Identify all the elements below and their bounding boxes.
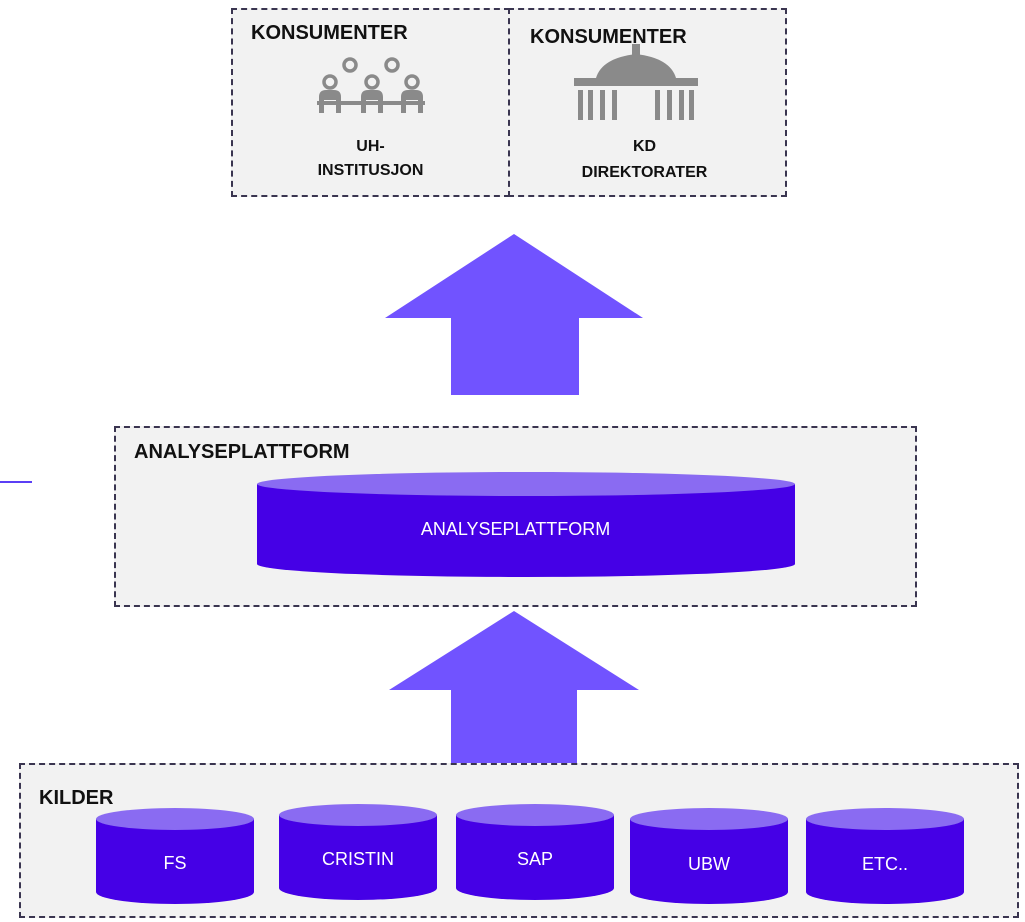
- accent-line: [0, 481, 32, 483]
- consumer-label-line1: KD: [632, 138, 657, 155]
- consumer-box-uh: KONSUMENTER UH- INSTITUSJON: [231, 8, 510, 197]
- platform-title: ANALYSEPLATTFORM: [134, 441, 350, 463]
- source-label-fs: FS: [163, 853, 187, 873]
- source-label-cristin: CRISTIN: [322, 849, 394, 869]
- consumer-title: KONSUMENTER: [251, 22, 408, 44]
- consumer-label-line2: INSTITUSJON: [317, 162, 424, 179]
- platform-database: [257, 472, 795, 577]
- people-icon: [317, 57, 425, 113]
- source-database-ubw: [630, 808, 788, 904]
- consumer-box-kd: KONSUMENTER KD DIREKTORATER: [508, 8, 787, 197]
- source-label-ubw: UBW: [688, 854, 730, 874]
- source-database-etc: [806, 808, 964, 904]
- consumer-title: KONSUMENTER: [530, 26, 687, 48]
- sources-title: KILDER: [39, 787, 114, 809]
- sources-box: KILDER FS CRISTIN SAP UBW ETC..: [19, 763, 1019, 918]
- source-database-fs: [96, 808, 254, 904]
- consumer-label-line2: DIREKTORATER: [581, 164, 708, 181]
- government-building-icon: [574, 44, 698, 120]
- source-label-etc: ETC..: [861, 854, 908, 874]
- platform-box: ANALYSEPLATTFORM ANALYSEPLATTFORM: [114, 426, 917, 607]
- arrow-up-to-platform: [389, 611, 639, 763]
- source-database-sap: [456, 804, 614, 900]
- source-label-sap: SAP: [516, 849, 554, 869]
- consumer-label-line1: UH-: [356, 138, 385, 155]
- arrow-up-to-consumers: [385, 234, 643, 395]
- source-database-cristin: [279, 804, 437, 900]
- platform-database-label: ANALYSEPLATTFORM: [420, 519, 611, 539]
